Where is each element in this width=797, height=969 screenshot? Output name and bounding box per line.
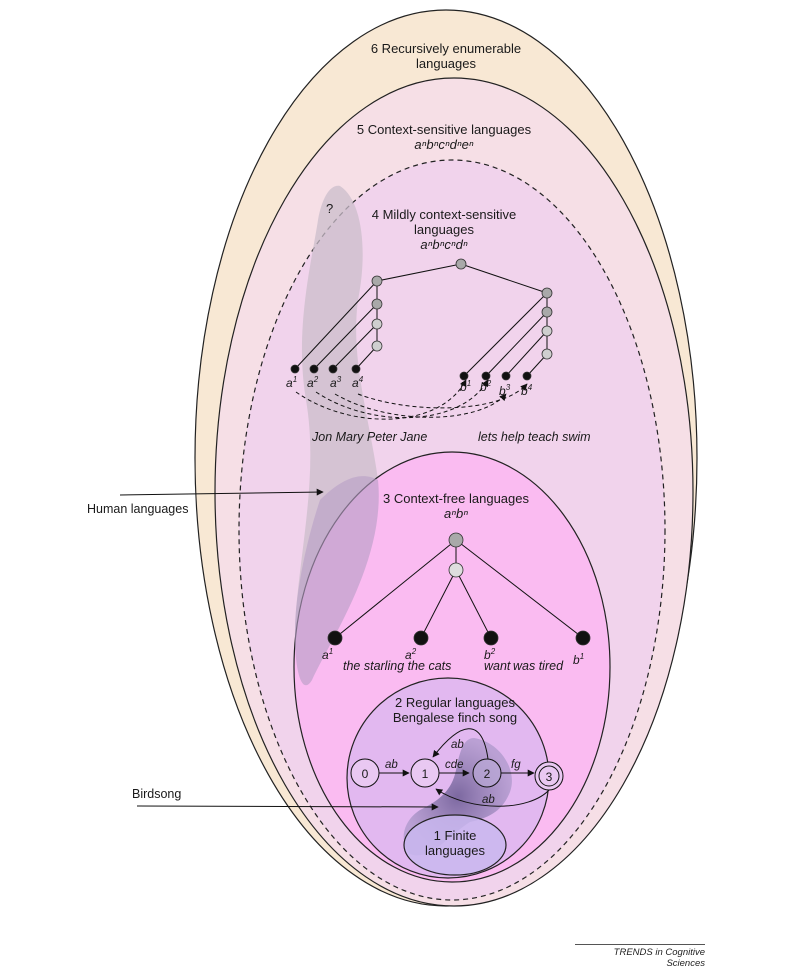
cf-leaf-label-b1: b1 — [573, 652, 584, 667]
level-2-title: 2 Regular languages — [395, 695, 515, 710]
cf-root-node — [448, 532, 464, 548]
level-2-label: 2 Regular languages Bengalese finch song — [393, 695, 517, 725]
level-1-label: 1 Finite languages — [425, 828, 485, 858]
leaf-label-a1: a1 — [286, 375, 297, 390]
cf-word-2: want — [484, 659, 511, 673]
svg-text:2: 2 — [484, 767, 491, 781]
human-languages-overlap — [294, 476, 379, 686]
fsa-state-1: 1 — [410, 758, 440, 788]
leaf-label-a3: a3 — [330, 375, 342, 390]
cf-leaf-node — [413, 630, 429, 646]
fsa-edge-label: ab — [482, 794, 495, 806]
cf-word-1: the starling the cats — [343, 659, 451, 673]
mcs-inner-node — [541, 306, 553, 318]
human-languages-arrow — [119, 488, 324, 496]
mcs-inner-node — [371, 298, 383, 310]
level-5-title: 5 Context-sensitive languages — [357, 122, 532, 137]
fsa-edge-labels: ab cde fg ab ab — [385, 739, 521, 806]
mcs-root-node — [455, 258, 467, 270]
birdsong-arrow — [136, 803, 439, 811]
cf-leaf-label-a2: a2 — [405, 647, 417, 662]
cf-word-3: was tired — [513, 659, 564, 673]
level-4-label: 4 Mildly context-sensitive languages aⁿb… — [372, 207, 517, 252]
cf-inner-node — [448, 562, 464, 578]
mcs-leaf-node — [522, 371, 532, 381]
mcs-leaf-node — [351, 364, 361, 374]
fsa-state-2: 2 — [472, 758, 502, 788]
mcs-leaf-node — [501, 371, 511, 381]
level-1-title-line2: languages — [425, 843, 485, 858]
journal-credit: TRENDS in Cognitive Sciences — [575, 944, 705, 969]
fsa-edge-label: ab — [385, 759, 398, 771]
level-5-formula: aⁿbⁿcⁿdⁿeⁿ — [414, 137, 473, 152]
fsa-state-3-accepting: 3 — [534, 761, 564, 791]
fsa-state-0: 0 — [350, 758, 380, 788]
level-2-subtitle: Bengalese finch song — [393, 710, 517, 725]
cf-leaf-label-a1: a1 — [322, 647, 333, 662]
svg-text:3: 3 — [546, 770, 553, 784]
level-6-title-line2: languages — [416, 56, 476, 71]
mcs-inner-node — [371, 340, 383, 352]
level-5-label: 5 Context-sensitive languages aⁿbⁿcⁿdⁿeⁿ — [357, 122, 532, 152]
mcs-tree-nodes — [290, 258, 553, 381]
level-1-title: 1 Finite — [434, 828, 477, 843]
mcs-left-leaf-labels: a1 a2 a3 a4 — [286, 375, 364, 390]
svg-text:1: 1 — [422, 767, 429, 781]
leaf-label-a2: a2 — [307, 375, 319, 390]
mcs-left-words: Jon Mary Peter Jane — [311, 430, 427, 444]
human-languages-label: Human languages — [87, 502, 188, 516]
cf-leaf-label-b2: b2 — [484, 647, 496, 662]
mcs-inner-node — [371, 275, 383, 287]
finite-region — [403, 814, 507, 876]
fsa-states: 0 1 2 3 — [350, 758, 564, 791]
mcs-right-words: lets help teach swim — [478, 430, 591, 444]
level-4-title: 4 Mildly context-sensitive — [372, 207, 517, 222]
mcs-leaf-node — [290, 364, 300, 374]
cf-leaf-node — [575, 630, 591, 646]
fsa-edges — [379, 728, 551, 807]
mcs-leaf-node — [328, 364, 338, 374]
mcs-inner-node — [541, 287, 553, 299]
question-mark: ? — [326, 201, 333, 216]
level-6-title: 6 Recursively enumerable — [371, 41, 521, 56]
birdsong-label: Birdsong — [132, 787, 181, 801]
leaf-label-a4: a4 — [352, 375, 364, 390]
leaf-label-b3: b3 — [499, 383, 511, 398]
level-3-formula: aⁿbⁿ — [444, 506, 468, 521]
mcs-inner-node — [541, 348, 553, 360]
cf-leaf-node — [327, 630, 343, 646]
mcs-leaf-node — [309, 364, 319, 374]
svg-text:0: 0 — [362, 767, 369, 781]
cf-tree-nodes — [327, 532, 591, 646]
fsa-edge-label: cde — [445, 759, 464, 771]
cf-leaf-node — [483, 630, 499, 646]
fsa-edge-label: fg — [511, 759, 521, 771]
crossing-dependencies — [295, 379, 528, 420]
mcs-inner-node — [541, 325, 553, 337]
cf-tree — [334, 539, 584, 639]
level-4-title-line2: languages — [414, 222, 474, 237]
level-4-formula: aⁿbⁿcⁿdⁿ — [420, 237, 467, 252]
mcs-inner-node — [371, 318, 383, 330]
level-3-label: 3 Context-free languages aⁿbⁿ — [383, 491, 529, 521]
level-6-label: 6 Recursively enumerable languages — [371, 41, 521, 71]
level-3-title: 3 Context-free languages — [383, 491, 529, 506]
fsa-edge-label: ab — [451, 739, 464, 751]
